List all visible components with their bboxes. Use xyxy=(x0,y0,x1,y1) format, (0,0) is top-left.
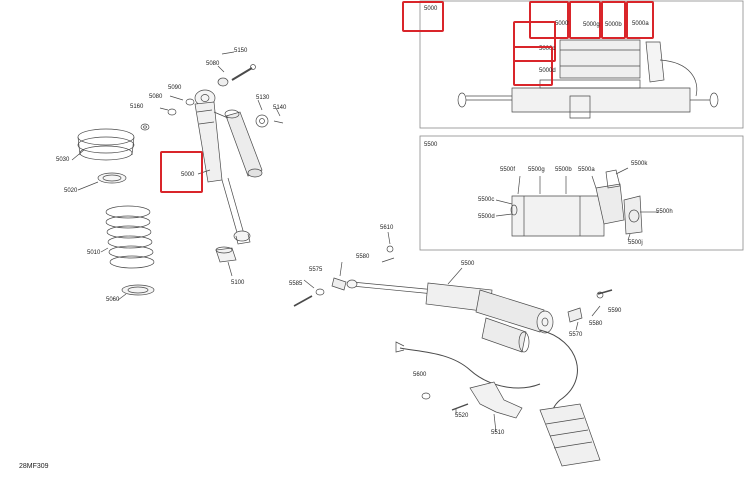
label-5610[interactable]: 5610 xyxy=(380,225,394,231)
label-5060[interactable]: 5060 xyxy=(106,297,120,303)
inset-5000-title: 5000 xyxy=(424,6,438,12)
hotspot-5000[interactable] xyxy=(402,1,444,32)
label-5030[interactable]: 5030 xyxy=(56,157,70,163)
label-front-5000: 5000 xyxy=(181,172,195,178)
label-5090[interactable]: 5090 xyxy=(168,85,182,91)
hotspot-5000c[interactable] xyxy=(513,21,556,62)
label-5160[interactable]: 5160 xyxy=(130,104,144,110)
label-5500f[interactable]: 5500f xyxy=(500,167,516,173)
label-5500[interactable]: 5500 xyxy=(461,261,475,267)
inset-5500-frame xyxy=(419,135,744,251)
inset-5500-title: 5500 xyxy=(424,142,438,148)
label-5140[interactable]: 5140 xyxy=(273,105,287,111)
front-shock-drawing xyxy=(140,51,284,277)
hotspot-5000b[interactable] xyxy=(601,1,626,39)
label-5585[interactable]: 5585 xyxy=(289,281,303,287)
label-5590[interactable]: 5590 xyxy=(608,308,622,314)
label-5520[interactable]: 5520 xyxy=(455,413,469,419)
label-5500a[interactable]: 5500a xyxy=(578,167,595,173)
springs-drawing xyxy=(71,128,155,301)
label-5500j[interactable]: 5500j xyxy=(628,240,643,246)
label-5130[interactable]: 5130 xyxy=(256,95,270,101)
label-5100[interactable]: 5100 xyxy=(231,280,245,286)
inset-5000-drawing xyxy=(457,39,719,119)
label-5500k[interactable]: 5500k xyxy=(631,161,648,167)
rear-shock-drawing xyxy=(293,231,613,467)
hotspot-5000a[interactable] xyxy=(626,1,654,39)
label-5500d[interactable]: 5500d xyxy=(478,214,495,220)
label-5000b: 5000b xyxy=(605,22,622,28)
label-5500b[interactable]: 5500b xyxy=(555,167,572,173)
label-5080[interactable]: 5080 xyxy=(149,94,163,100)
label-5510[interactable]: 5510 xyxy=(491,430,505,436)
hotspot-front-5000[interactable] xyxy=(160,151,203,193)
label-5020[interactable]: 5020 xyxy=(64,188,78,194)
label-5010[interactable]: 5010 xyxy=(87,250,101,256)
label-5500g[interactable]: 5500g xyxy=(528,167,545,173)
label-5570[interactable]: 5570 xyxy=(569,332,583,338)
label-5000d: 5000d xyxy=(539,68,556,74)
hotspot-5000f[interactable] xyxy=(529,1,569,39)
label-5500h[interactable]: 5500h xyxy=(656,209,673,215)
label-5080-top[interactable]: 5080 xyxy=(206,61,220,67)
label-5600[interactable]: 5600 xyxy=(413,372,427,378)
label-5580-left[interactable]: 5580 xyxy=(356,254,370,260)
label-5000a: 5000a xyxy=(632,21,649,27)
inset-5500-drawing xyxy=(495,167,658,241)
hotspot-5000d[interactable] xyxy=(513,46,553,86)
label-5000g: 5000g xyxy=(583,22,600,28)
label-5150[interactable]: 5150 xyxy=(234,48,248,54)
drawing-id: 28MF309 xyxy=(19,463,49,470)
label-5000f: 5000f xyxy=(555,21,571,27)
label-5580-right[interactable]: 5580 xyxy=(589,321,603,327)
label-5500c[interactable]: 5500c xyxy=(478,197,495,203)
hotspot-5000g[interactable] xyxy=(569,1,601,39)
label-5575[interactable]: 5575 xyxy=(309,267,323,273)
label-5000c: 5000c xyxy=(539,46,556,52)
